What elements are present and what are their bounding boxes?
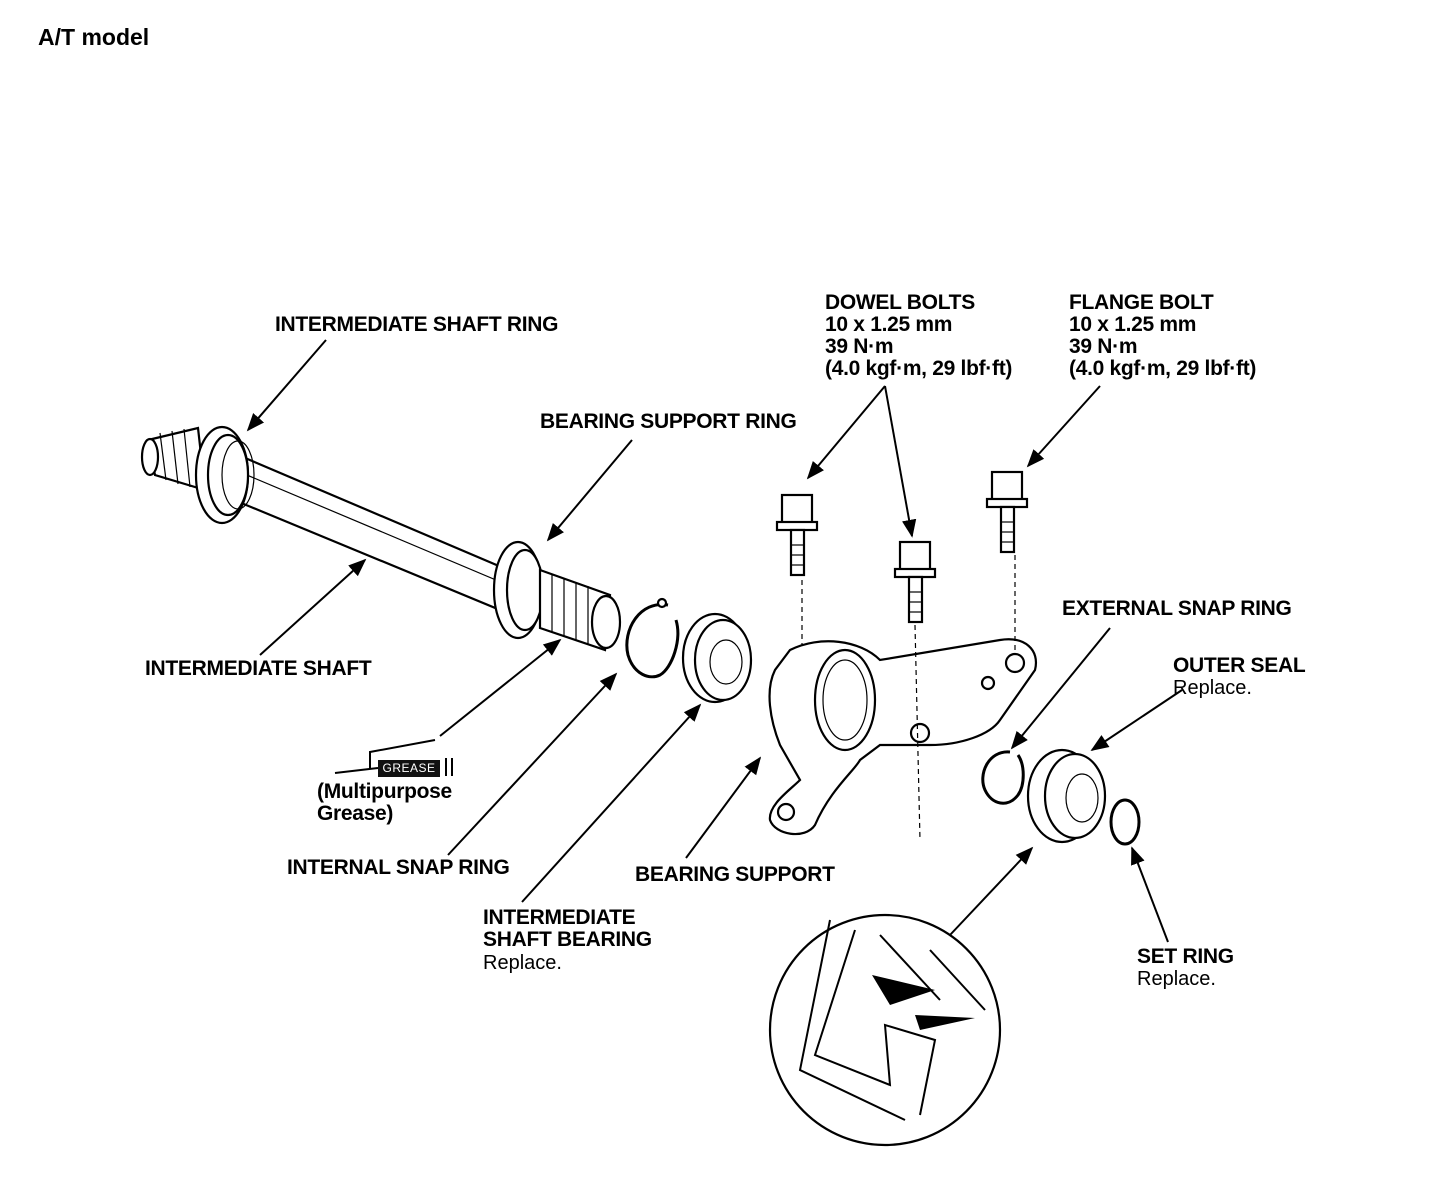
flange-bolt-part	[985, 470, 1029, 554]
outer-seal-part	[1026, 748, 1107, 844]
dowel-bolts-name: DOWEL BOLTS	[825, 291, 975, 314]
leader-set-ring	[1131, 846, 1169, 943]
flange-bolt-torque: 39 N·m	[1069, 335, 1138, 358]
set-ring-name: SET RING	[1137, 945, 1234, 968]
label-bearing-support: BEARING SUPPORT	[635, 863, 835, 886]
label-internal-snap-ring: INTERNAL SNAP RING	[287, 856, 510, 879]
intermediate-shaft-ring-part	[194, 425, 255, 525]
grease-line1: (Multipurpose	[317, 780, 452, 803]
outer-seal-name: OUTER SEAL	[1173, 654, 1306, 677]
label-intermediate-shaft-ring: INTERMEDIATE SHAFT RING	[275, 313, 559, 336]
seal-detail-circle	[768, 913, 1002, 1147]
internal-snap-ring-part	[625, 597, 680, 679]
bearing-support-ring-part	[492, 540, 622, 652]
flange-bolt-torque-alt: (4.0 kgf·m, 29 lbf·ft)	[1069, 357, 1257, 380]
external-snap-ring-part	[981, 750, 1025, 805]
leader-intermediate-shaft-bearing	[521, 703, 702, 903]
grease-tag: GREASE	[378, 760, 440, 777]
dowel-bolts-size: 10 x 1.25 mm	[825, 313, 953, 336]
bearing-support-part	[768, 638, 1038, 836]
leader-internal-snap-ring	[447, 672, 618, 856]
leader-dowel-bolt-1	[806, 385, 886, 480]
leader-intermediate-shaft	[259, 558, 367, 656]
leader-bearing-support-ring	[546, 439, 633, 542]
label-bearing-support-ring: BEARING SUPPORT RING	[540, 410, 797, 433]
leader-external-snap-ring	[1010, 627, 1111, 750]
dowel-bolts-torque-alt: (4.0 kgf·m, 29 lbf·ft)	[825, 357, 1013, 380]
dowel-bolt-part	[775, 493, 819, 577]
leader-grease	[439, 638, 562, 737]
label-intermediate-shaft: INTERMEDIATE SHAFT	[145, 657, 372, 680]
intermediate-shaft-bearing-part	[681, 612, 753, 704]
page-title: A/T model	[38, 24, 150, 50]
leader-outer-seal	[1090, 689, 1183, 751]
grease-line2: Grease)	[317, 802, 394, 825]
isb-line1: INTERMEDIATE	[483, 906, 636, 929]
isb-note: Replace.	[483, 952, 562, 974]
dowel-bolt-part	[893, 540, 937, 624]
set-ring-note: Replace.	[1137, 968, 1216, 990]
leader-bearing-support	[685, 756, 762, 859]
grease-tube-icon	[334, 739, 453, 776]
leader-detail-circle	[949, 846, 1034, 936]
flange-bolt-name: FLANGE BOLT	[1069, 291, 1214, 314]
leader-flange-bolt	[1026, 385, 1101, 468]
set-ring-part	[1109, 798, 1141, 846]
leader-intermediate-shaft-ring	[246, 339, 327, 432]
leader-dowel-bolt-2	[884, 385, 917, 538]
label-external-snap-ring: EXTERNAL SNAP RING	[1062, 597, 1292, 620]
dowel-bolts-torque: 39 N·m	[825, 335, 894, 358]
isb-line2: SHAFT BEARING	[483, 928, 652, 951]
flange-bolt-size: 10 x 1.25 mm	[1069, 313, 1197, 336]
outer-seal-note: Replace.	[1173, 677, 1252, 699]
